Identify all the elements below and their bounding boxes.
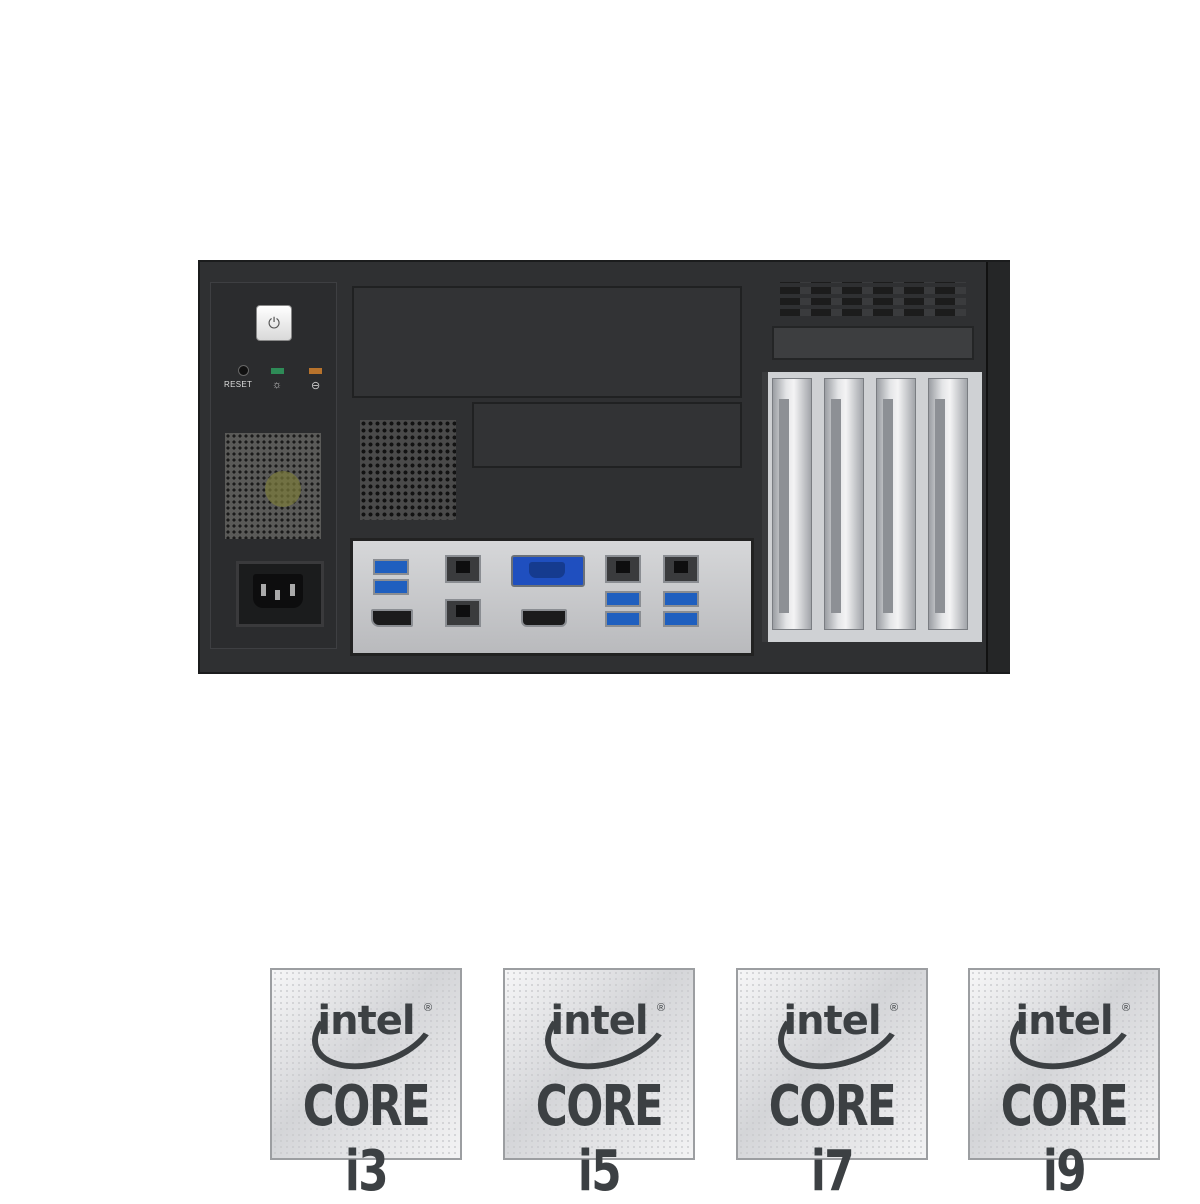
registered-mark: ®: [424, 1002, 433, 1014]
expansion-slot-cover[interactable]: [772, 378, 812, 630]
power-led: [271, 368, 284, 374]
vga-port[interactable]: [511, 555, 585, 587]
ac-socket: [253, 574, 303, 608]
hdmi-port[interactable]: [521, 609, 567, 627]
power-icon: ⏻: [268, 314, 280, 332]
chassis-rear-view: ⏻ RESET ☼ ⊖: [198, 260, 1010, 674]
intel-core-i7-badge: intel ® CORE i7: [736, 968, 928, 1204]
core-series-label: CORE i3: [302, 1074, 431, 1204]
top-vent-grille: [780, 282, 966, 316]
power-led-icon: ☼: [272, 379, 283, 391]
core-series-label: CORE i7: [768, 1074, 897, 1204]
intel-core-i9-badge: intel ® CORE i9: [968, 968, 1160, 1204]
registered-mark: ®: [890, 1002, 899, 1014]
drive-bay-cover-bottom: [472, 402, 742, 468]
registered-mark: ®: [1122, 1002, 1131, 1014]
reset-button[interactable]: [238, 365, 249, 376]
reset-label: RESET: [224, 380, 253, 389]
drive-bay-cover-top: [352, 286, 742, 398]
displayport-port[interactable]: [371, 609, 413, 627]
ethernet-port[interactable]: [445, 555, 481, 583]
hdd-led-icon: ⊖: [311, 380, 321, 392]
intel-core-i5-badge: intel ® CORE i5: [503, 968, 695, 1204]
system-fan-grille: [360, 420, 456, 520]
expansion-slot-cover[interactable]: [928, 378, 968, 630]
hdd-led: [309, 368, 322, 374]
usb3-port[interactable]: [663, 591, 699, 607]
expansion-slots: [762, 372, 982, 642]
ac-pin: [290, 584, 295, 596]
ethernet-port[interactable]: [605, 555, 641, 583]
core-series-label: CORE i9: [1000, 1074, 1129, 1204]
usb3-port[interactable]: [605, 591, 641, 607]
usb3-port[interactable]: [663, 611, 699, 627]
fan-hub: [265, 471, 301, 507]
core-series-label: CORE i5: [535, 1074, 664, 1204]
intel-core-i3-badge: intel ® CORE i3: [270, 968, 462, 1204]
registered-mark: ®: [657, 1002, 666, 1014]
ac-pin: [261, 584, 266, 596]
expansion-slot-cover[interactable]: [876, 378, 916, 630]
ethernet-port[interactable]: [445, 599, 481, 627]
intel-wordmark: intel: [1015, 998, 1113, 1044]
io-shield: [350, 538, 754, 656]
front-control-panel: ⏻ RESET ☼ ⊖: [210, 282, 337, 649]
usb3-port[interactable]: [373, 579, 409, 595]
intel-wordmark: intel: [783, 998, 881, 1044]
psu-fan-grille: [225, 433, 321, 539]
intel-wordmark: intel: [550, 998, 648, 1044]
intel-wordmark: intel: [317, 998, 415, 1044]
usb3-port[interactable]: [605, 611, 641, 627]
expansion-slot-cover[interactable]: [824, 378, 864, 630]
ac-power-inlet[interactable]: [236, 561, 324, 627]
expansion-slot-bracket: [772, 326, 974, 360]
power-button[interactable]: ⏻: [256, 305, 292, 341]
ac-pin: [275, 590, 280, 600]
vga-connector: [529, 562, 565, 578]
ethernet-port[interactable]: [663, 555, 699, 583]
chassis-side-rail: [986, 262, 1010, 672]
usb3-port[interactable]: [373, 559, 409, 575]
